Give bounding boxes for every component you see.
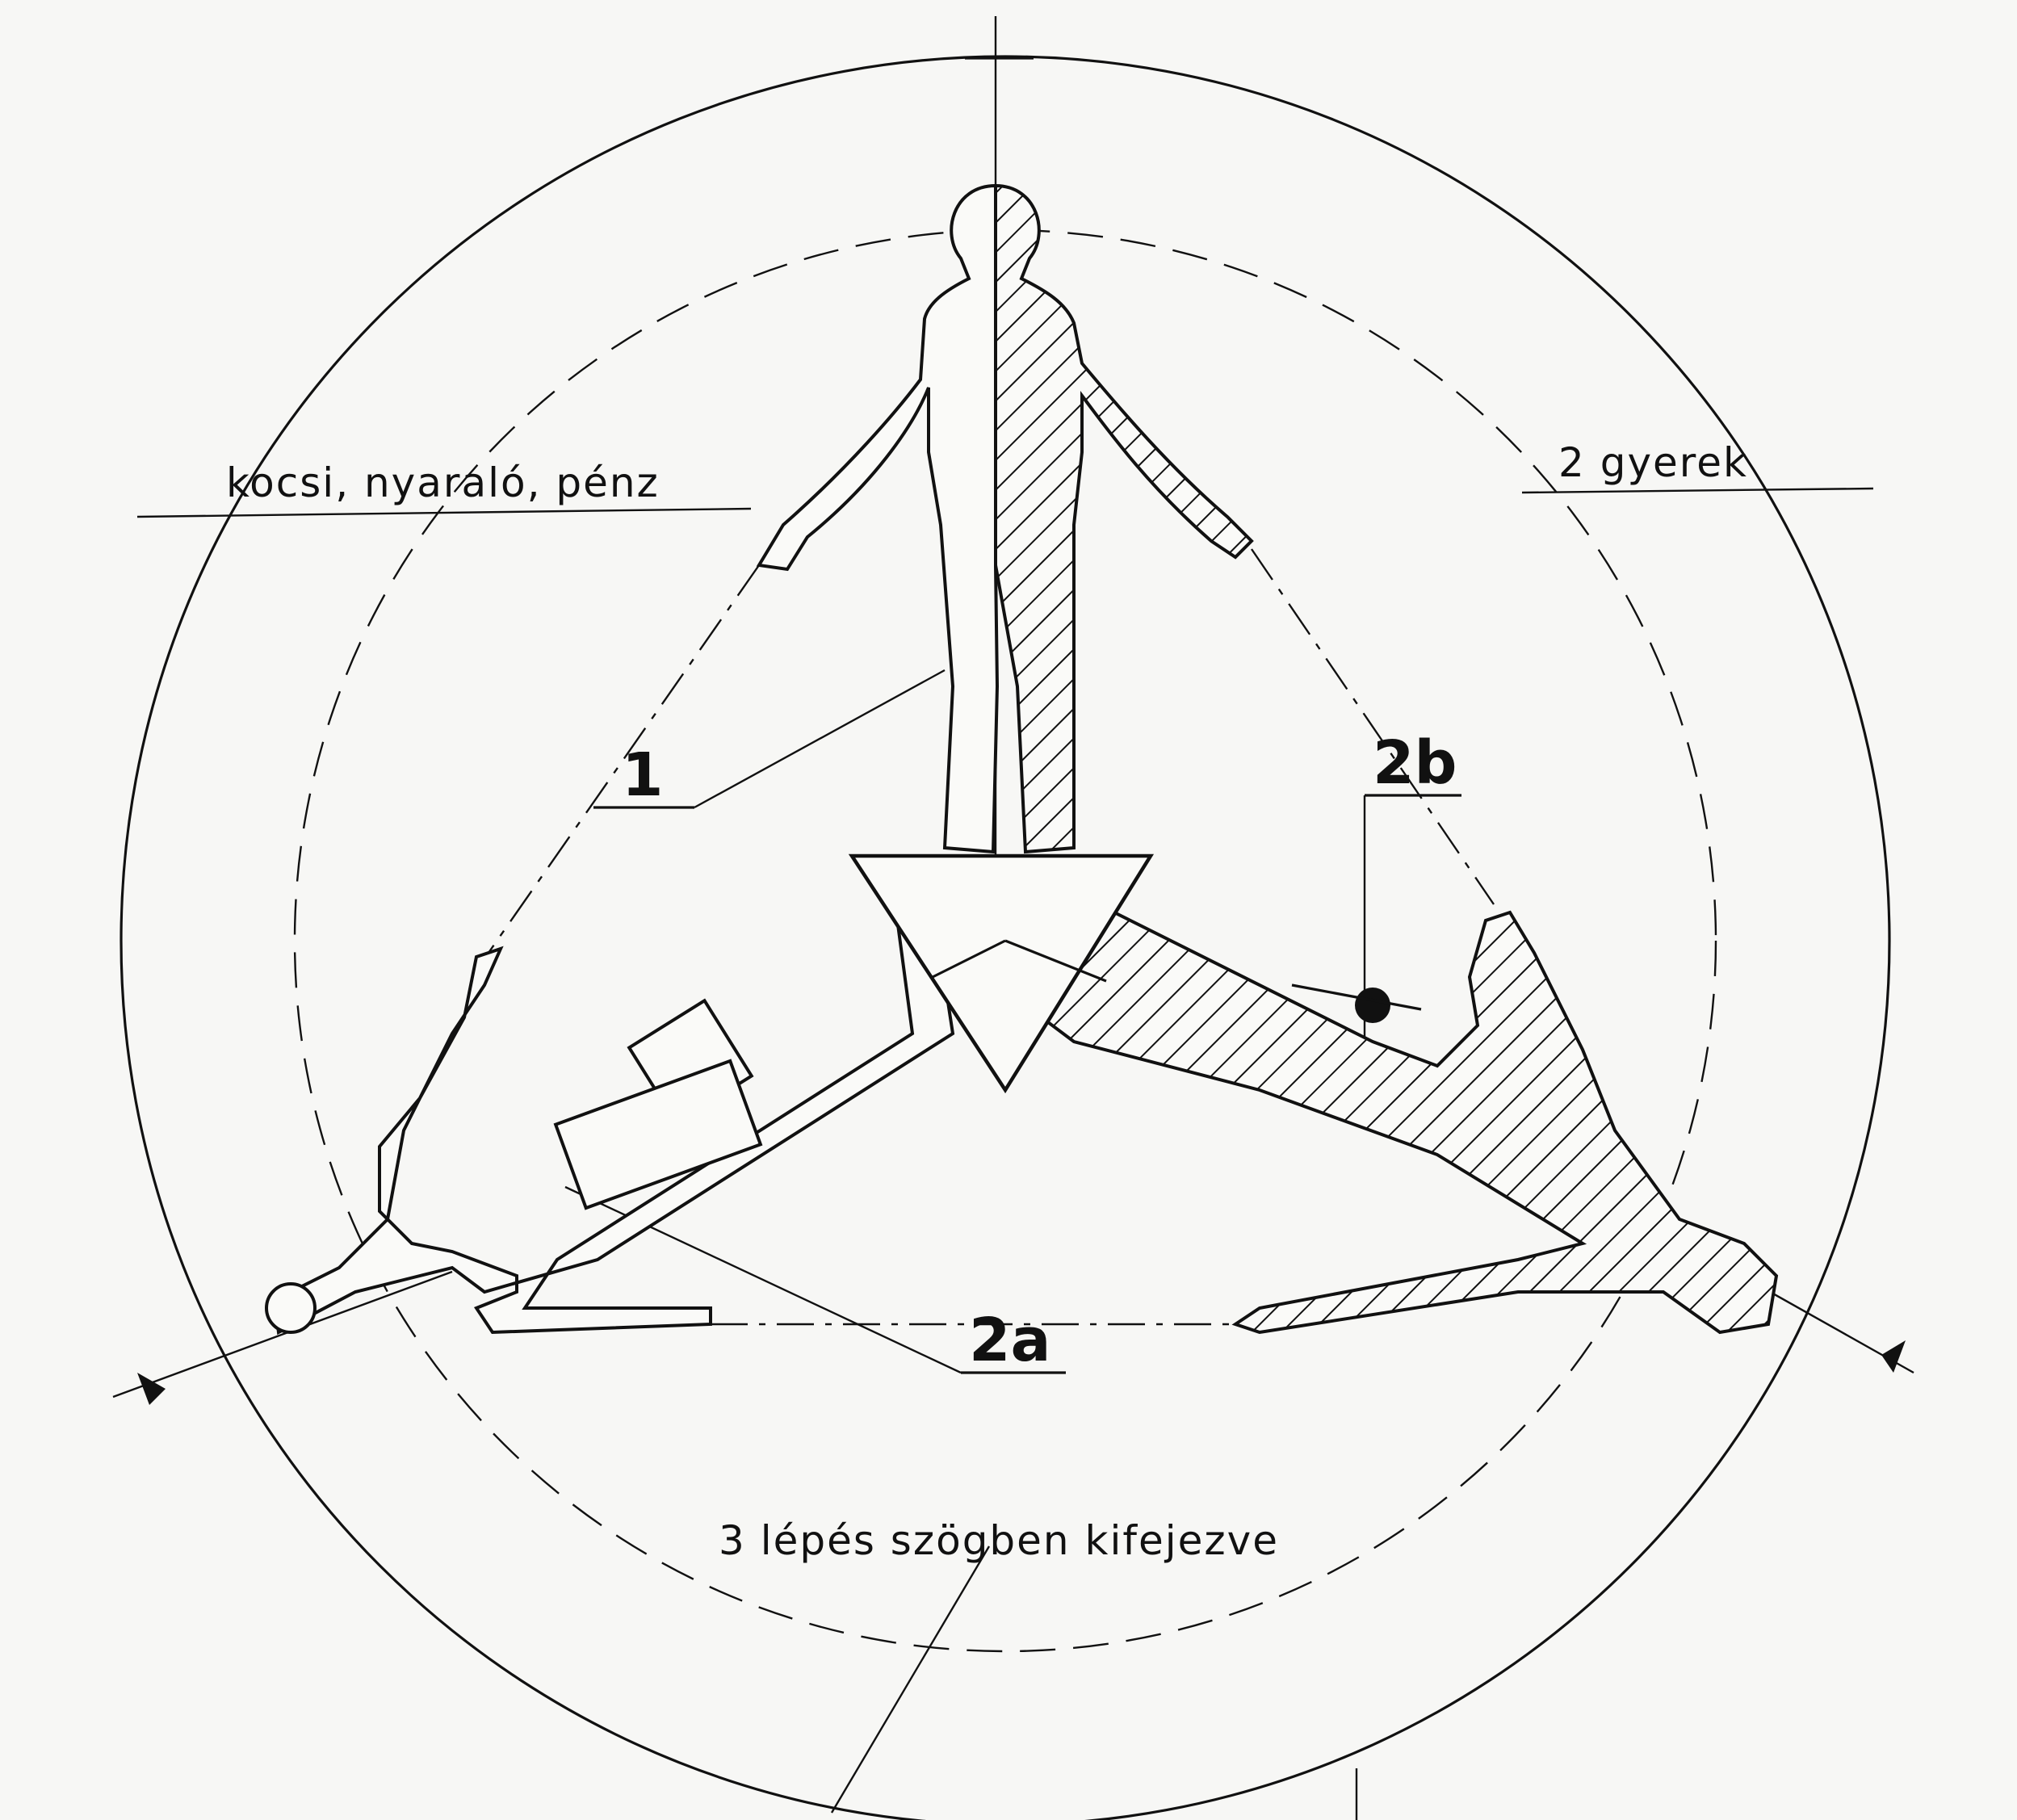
- label-bottom: 3 lépés szögben kifejezve: [719, 1517, 1279, 1564]
- label-top-right: 2 gyerek: [1558, 439, 1748, 486]
- leader-top-left: [137, 509, 751, 517]
- label-step-2b: 2b: [1373, 728, 1457, 798]
- label-step-1: 1: [622, 740, 664, 810]
- path-step-2b: [1252, 549, 1494, 904]
- leader-top-right: [1522, 489, 1873, 493]
- label-top-left: kocsi, nyaraló, pénz: [226, 459, 660, 506]
- leader-bottom: [832, 1546, 989, 1813]
- arrow-right: [1881, 1340, 1906, 1373]
- leader-1: [694, 670, 945, 807]
- standing-figure-hatched-half: [996, 186, 1252, 852]
- figure-right-joint: [1355, 988, 1390, 1023]
- label-step-2a: 2a: [969, 1306, 1050, 1375]
- figure-left-head: [266, 1284, 315, 1332]
- reclining-figure-right: [1042, 904, 1776, 1332]
- arrow-left: [137, 1373, 166, 1405]
